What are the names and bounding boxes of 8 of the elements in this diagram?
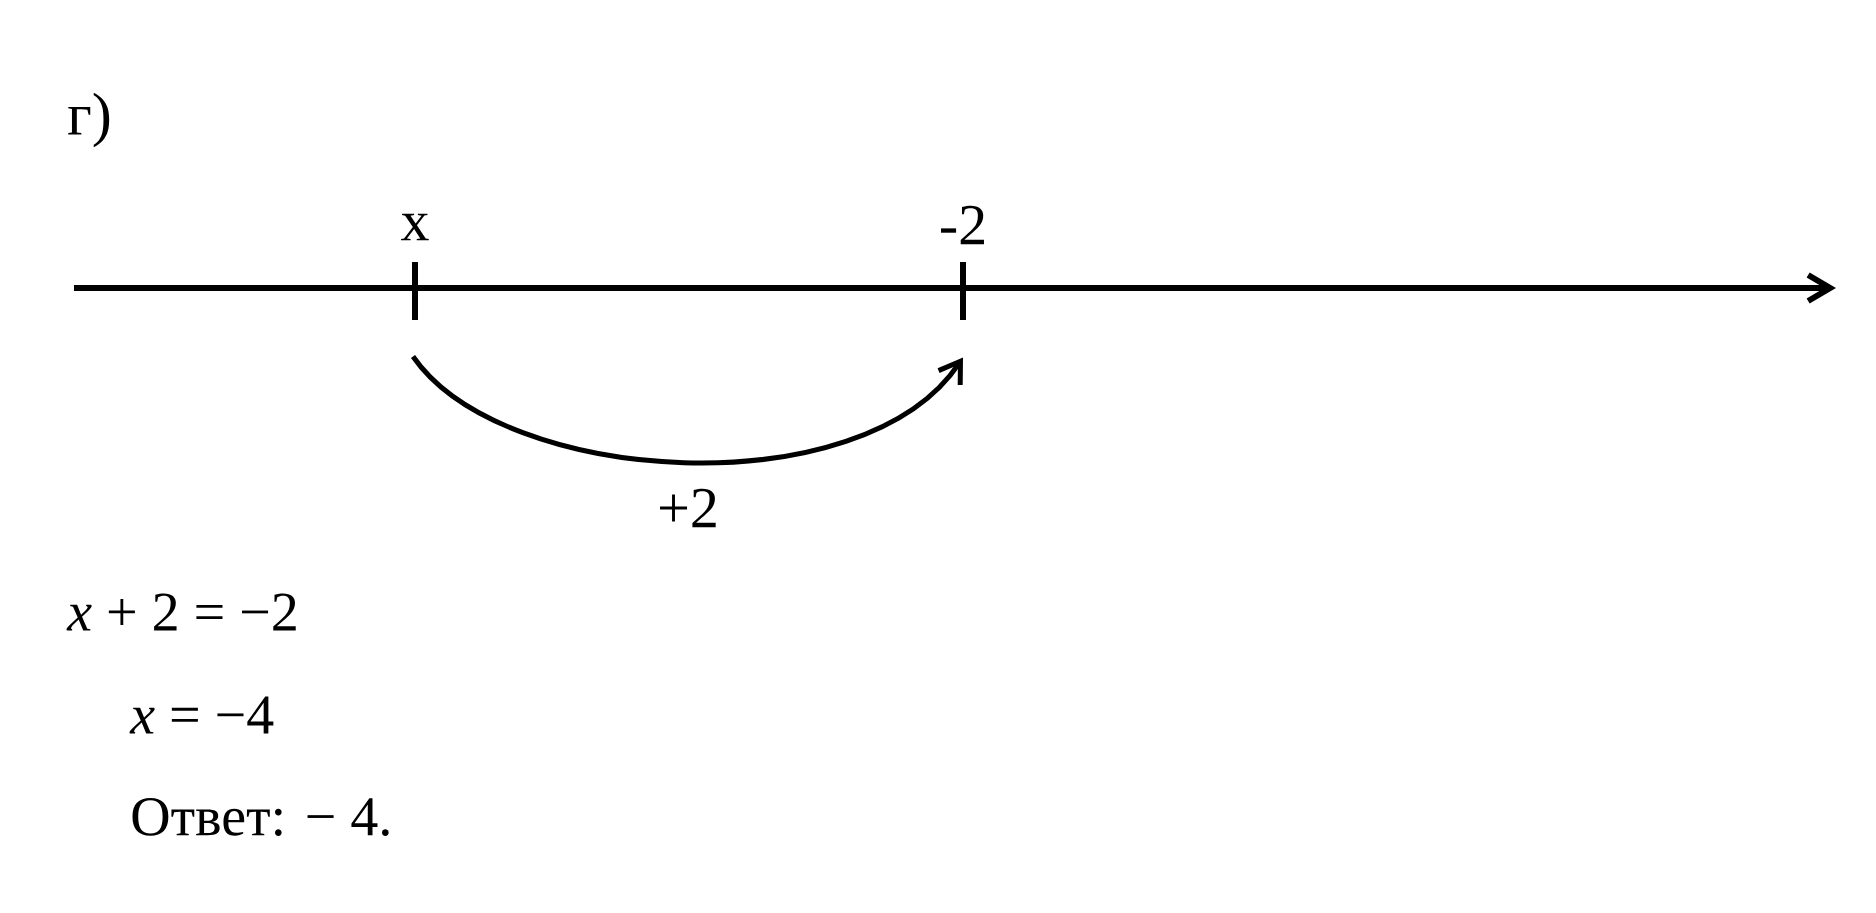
tick-label: -2 [941,205,984,245]
tick-label: x [401,213,429,241]
part-label: г) [68,92,110,148]
curved-arrow [411,354,963,466]
equation: x + 2 = −2 [66,593,296,631]
equation: x = −4 [129,696,274,734]
edge-label: +2 [660,488,716,528]
answer-text: Ответ: − 4. [132,798,389,836]
